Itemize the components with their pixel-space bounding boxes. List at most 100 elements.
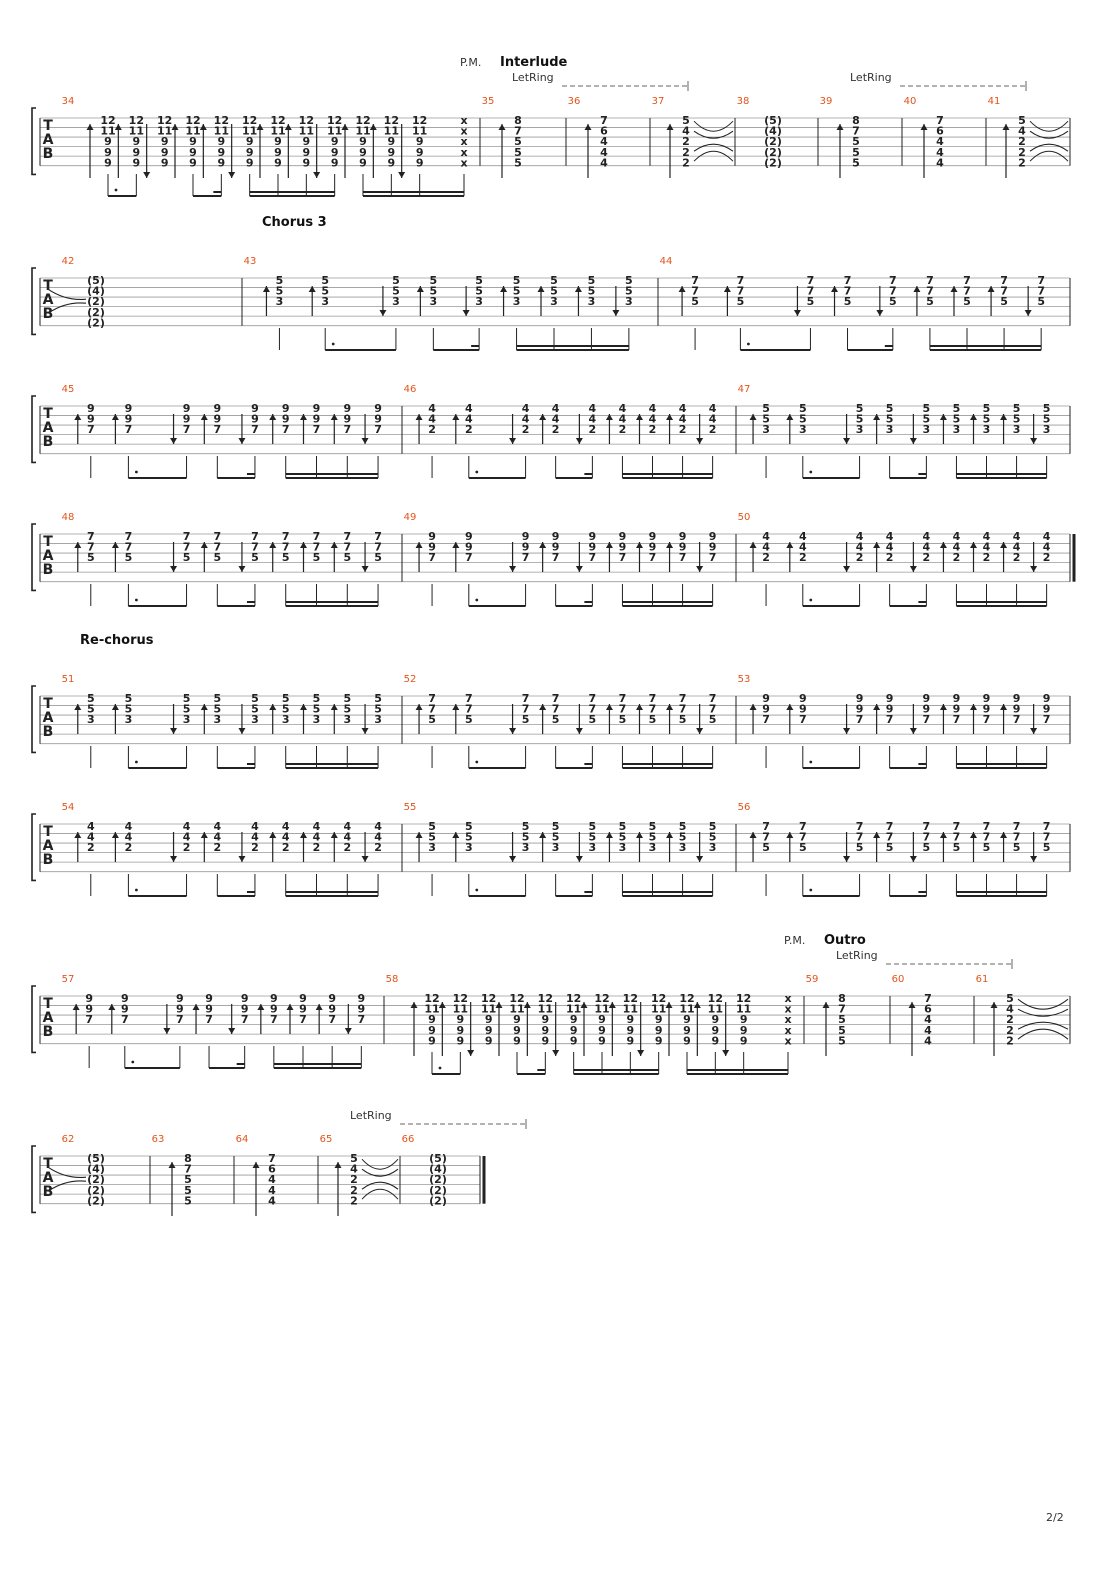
fret-number: 5 (588, 274, 596, 287)
tie-curve (361, 1168, 399, 1177)
dot (331, 342, 335, 346)
fret-number: 5 (807, 295, 815, 308)
fret-number: 9 (683, 1013, 691, 1026)
measure-number: 65 (320, 1134, 333, 1145)
dot (131, 1060, 135, 1064)
fret-number: 9 (1043, 692, 1051, 705)
fret-number: 12 (481, 992, 496, 1005)
fret-number: 7 (374, 423, 382, 436)
fret-number: 7 (953, 713, 961, 726)
downstroke-arrow (612, 310, 620, 316)
fret-number: 9 (374, 413, 382, 426)
fret-number: 2 (350, 1194, 358, 1207)
fret-number: 9 (619, 541, 627, 554)
fret-number: 11 (157, 125, 172, 138)
fret-number: 3 (923, 423, 931, 436)
upstroke-arrow (665, 1002, 673, 1008)
fret-number: 9 (740, 1034, 748, 1047)
fret-number: 7 (552, 551, 560, 564)
fret-number: 7 (838, 1003, 846, 1016)
fret-number: 5 (691, 295, 699, 308)
fret-number: 5 (619, 713, 627, 726)
fret-number: 7 (205, 1013, 213, 1026)
fret-number: 9 (104, 146, 112, 159)
fret-number: 5 (1018, 114, 1026, 127)
fret-number: 9 (183, 402, 191, 415)
tie-curve (693, 143, 734, 152)
fret-number: 5 (465, 831, 473, 844)
fret-number: 5 (709, 820, 717, 833)
fret-number: 5 (350, 1152, 358, 1165)
fret-number: 5 (465, 713, 473, 726)
fret-number: 4 (1043, 530, 1051, 543)
fret-number: 9 (331, 156, 339, 169)
fret-number: 7 (856, 820, 864, 833)
upstroke-arrow (111, 704, 119, 710)
fret-number: 4 (213, 820, 221, 833)
fret-number: 12 (623, 992, 638, 1005)
downstroke-arrow (1024, 310, 1032, 316)
fret-number: 9 (655, 1024, 663, 1037)
fret-number: 9 (856, 692, 864, 705)
fret-number: 12 (157, 114, 172, 127)
upstroke-arrow (500, 286, 508, 292)
fret-number: 9 (183, 413, 191, 426)
fret-number: 11 (594, 1003, 609, 1016)
fret-number: 2 (682, 135, 690, 148)
tie-curve (1017, 998, 1069, 1010)
system-bracket (31, 813, 36, 882)
downstroke-arrow (575, 566, 583, 572)
fret-number: 7 (343, 423, 351, 436)
fret-number: (5) (429, 1152, 447, 1165)
fret-number: 7 (709, 703, 717, 716)
measure-number: 59 (806, 974, 819, 985)
fret-number: 4 (923, 541, 931, 554)
fret-number: 9 (513, 1034, 521, 1047)
upstroke-arrow (908, 1002, 916, 1008)
fret-number: 4 (268, 1184, 276, 1197)
fret-number: 9 (213, 413, 221, 426)
fret-number: 7 (87, 541, 95, 554)
fret-number: 3 (392, 295, 400, 308)
measure-number: 66 (402, 1134, 415, 1145)
fret-number: 5 (313, 703, 321, 716)
fret-number: 4 (682, 125, 690, 138)
fret-number: x (784, 1013, 791, 1026)
fret-number: 5 (963, 295, 971, 308)
fret-number: 3 (588, 295, 596, 308)
fret-number: 7 (924, 992, 932, 1005)
upstroke-arrow (74, 542, 82, 548)
fret-number: 5 (282, 692, 290, 705)
fret-number: 7 (522, 551, 530, 564)
fret-number: 5 (1043, 402, 1051, 415)
fret-number: 3 (983, 423, 991, 436)
fret-number: 9 (374, 402, 382, 415)
upstroke-arrow (920, 124, 928, 130)
fret-number: 4 (343, 820, 351, 833)
fret-number: 2 (589, 423, 597, 436)
fret-number: 5 (856, 841, 864, 854)
fret-number: 2 (856, 551, 864, 564)
fret-number: (2) (87, 316, 105, 329)
downstroke-arrow (143, 172, 151, 178)
fret-number: 11 (679, 1003, 694, 1016)
fret-number: 7 (844, 285, 852, 298)
tab-clef-letter: B (43, 1024, 54, 1040)
fret-number: 9 (133, 146, 141, 159)
fret-number: 9 (619, 530, 627, 543)
fret-number: 2 (682, 146, 690, 159)
fret-number: 12 (355, 114, 370, 127)
fret-number: 5 (762, 413, 770, 426)
downstroke-arrow (238, 438, 246, 444)
fret-number: 7 (936, 114, 944, 127)
staff-system: TAB4599799799799799799799799799746442442… (31, 384, 1071, 479)
fret-number: 7 (762, 713, 770, 726)
upstroke-arrow (171, 124, 179, 130)
fret-number: 5 (184, 1184, 192, 1197)
fret-number: 4 (87, 831, 95, 844)
fret-number: 9 (457, 1013, 465, 1026)
